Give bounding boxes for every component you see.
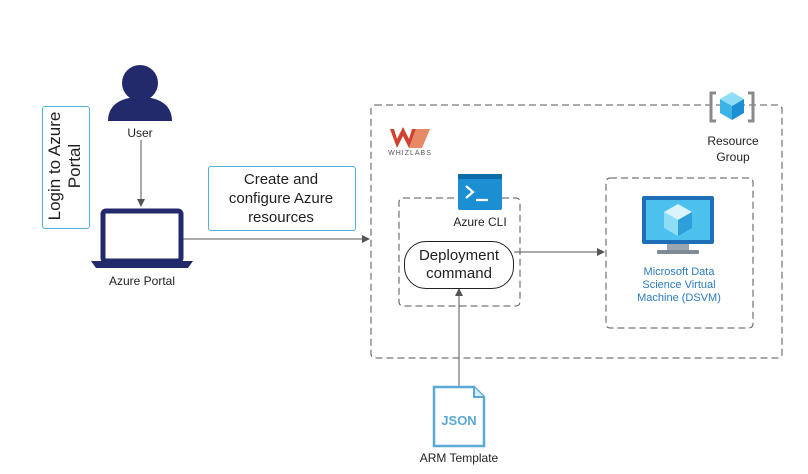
laptop-icon	[91, 208, 193, 268]
json-file-icon	[432, 385, 486, 448]
whizlabs-brand-text: WHIZLABS	[388, 150, 432, 157]
deploy-line2: command	[426, 265, 492, 282]
whizlabs-logo-icon	[390, 127, 430, 148]
json-file-text: JSON	[441, 413, 476, 428]
resource-group-line2: Group	[716, 150, 750, 164]
deploy-line1: Deployment	[418, 247, 500, 264]
resource-group-container	[370, 104, 783, 359]
create-configure-note	[208, 166, 356, 231]
resource-group-icon	[709, 91, 755, 123]
create-configure-text: Create and configure Azure resources	[208, 170, 354, 227]
deployment-command-box: Deployment command	[404, 241, 514, 289]
dsvm-label: Microsoft Data Science Virtual Machine (…	[610, 266, 748, 305]
terminal-icon	[458, 174, 502, 210]
dsvm-line1: Microsoft Data	[643, 266, 715, 278]
user-label: User	[127, 126, 153, 140]
azure-cli-label: Azure CLI	[453, 215, 507, 229]
monitor-cube-icon	[642, 196, 714, 254]
resource-group-line1: Resource	[707, 134, 759, 148]
user-icon	[108, 65, 172, 121]
login-note	[42, 106, 90, 229]
login-note-line1: Login to Azure	[45, 111, 64, 221]
login-note-line2: Portal	[65, 143, 84, 189]
create-note-line1: Create and	[243, 171, 319, 188]
dsvm-line2: Science Virtual	[642, 279, 716, 291]
resource-group-label: Resource Group	[698, 133, 768, 165]
azure-portal-label: Azure Portal	[108, 274, 176, 288]
create-note-line3: resources	[248, 209, 314, 226]
dsvm-container	[605, 177, 754, 329]
create-note-line2: configure Azure	[228, 190, 334, 207]
login-note-text: Login to Azure Portal	[45, 107, 85, 225]
arm-template-label: ARM Template	[419, 451, 499, 465]
dsvm-line3: Machine (DSVM)	[637, 292, 721, 304]
